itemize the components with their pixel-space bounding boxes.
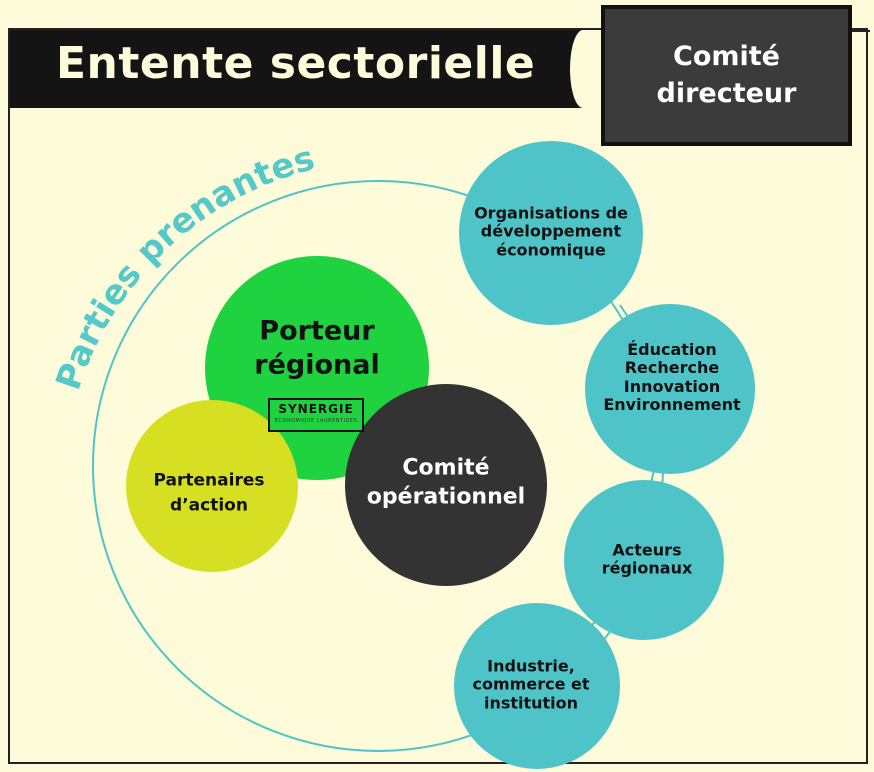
stakeholder-label-organisations: Organisations de développement économiqu… <box>474 203 628 260</box>
comite-operationnel-label: Comité opérationnel <box>366 455 526 509</box>
frame-top-line <box>852 30 870 32</box>
page-title: Entente sectorielle <box>56 38 536 89</box>
stakeholder-circle-organisations <box>459 141 643 325</box>
partenaires-circle <box>126 400 298 572</box>
porteur-label: Porteur régional <box>254 315 380 380</box>
stakeholder-circle-education <box>585 304 755 474</box>
comite-operationnel-circle <box>345 384 547 586</box>
stakeholder-label-industrie: Industrie, commerce et institution <box>472 656 590 713</box>
title-bar <box>10 30 584 108</box>
synergie-logo: SYNERGIE ÉCONOMIQUE LAURENTIDES <box>268 398 364 432</box>
title-bar-notch <box>570 30 596 108</box>
partenaires-label: Partenaires d’action <box>153 470 265 515</box>
stakeholder-circle-acteurs <box>564 480 724 640</box>
stakeholder-circle-industrie <box>454 603 620 769</box>
comite-directeur-label: Comité directeur <box>656 41 797 109</box>
stakeholder-label-education: Éducation Recherche Innovation Environne… <box>603 340 741 415</box>
comite-directeur-box: Comité directeur <box>601 5 852 146</box>
stakeholder-label-acteurs: Acteurs régionaux <box>601 540 693 578</box>
